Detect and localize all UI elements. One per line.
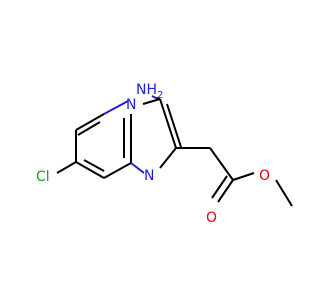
bond-c-o-double-2	[211, 175, 228, 199]
bond-c5-c6-inner	[77, 121, 101, 136]
bond-c3-c2	[159, 98, 177, 149]
bond-c-o-single	[232, 172, 255, 181]
bond-c3-c2-inner	[166, 103, 182, 148]
bond-c7-cl	[56, 161, 77, 174]
bonds	[56, 95, 293, 207]
bond-n-c5	[103, 100, 129, 115]
bond-ch2-c	[209, 147, 234, 181]
bond-n-c3	[142, 98, 161, 105]
bond-n1-c8a	[130, 162, 145, 174]
bond-c7-c8-inner	[83, 159, 105, 172]
bond-c3-nh2-2	[151, 95, 157, 99]
atom-labels: NH2 N N Cl O O	[36, 82, 270, 226]
bond-c8-c8a	[103, 162, 132, 179]
bond-c7-c8	[75, 161, 105, 179]
atom-n-bridge-label: N	[126, 97, 136, 113]
bond-o-ch3	[275, 179, 293, 207]
bond-c3-nh2	[155, 97, 161, 100]
bond-c2-n1	[159, 147, 177, 169]
bond-c5-c6	[75, 113, 105, 131]
bond-c-o-double-1	[217, 179, 234, 203]
atom-n-ring-label: N	[144, 168, 154, 184]
molecule-structure: NH2 N N Cl O O	[36, 82, 293, 226]
atom-o-carbonyl-label: O	[206, 210, 217, 226]
atom-nh2-label: NH2	[136, 82, 163, 101]
atom-o-ester-label: O	[259, 168, 270, 184]
atom-cl-label: Cl	[36, 169, 50, 185]
